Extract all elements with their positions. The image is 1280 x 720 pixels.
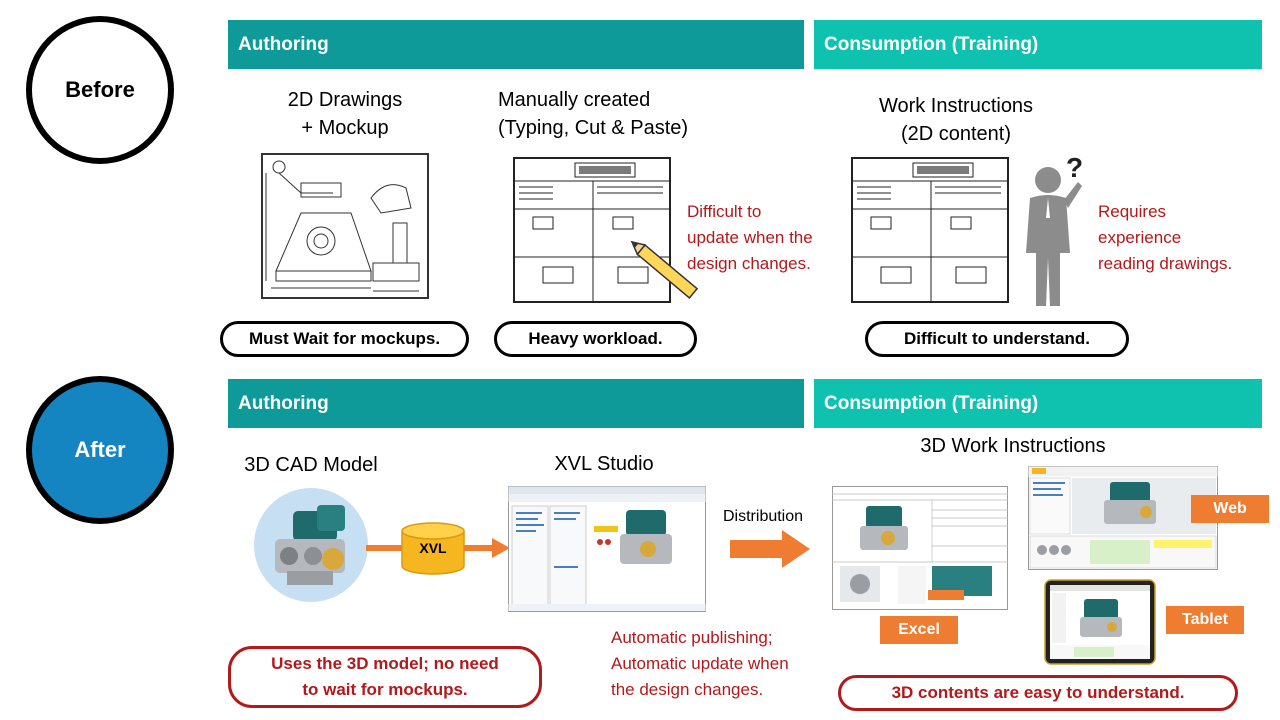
work-instructions-caption: Work Instructions (2D content) bbox=[878, 95, 1034, 145]
xvl-studio-caption: XVL Studio bbox=[554, 453, 654, 475]
tablet-tag: Tablet bbox=[1166, 606, 1244, 634]
cad-to-xvl-connector bbox=[366, 545, 406, 551]
before-authoring-header: Authoring bbox=[228, 20, 804, 69]
drawings-caption: 2D Drawings + Mockup bbox=[287, 89, 403, 139]
after-circle: After bbox=[26, 376, 174, 524]
manual-document-image bbox=[513, 157, 699, 303]
pill-difficult-understand: Difficult to understand. bbox=[865, 321, 1129, 357]
3d-work-instructions-caption: 3D Work Instructions bbox=[920, 435, 1106, 457]
after-consumption-header: Consumption (Training) bbox=[814, 379, 1262, 428]
manual-caption: Manually created (Typing, Cut & Paste) bbox=[498, 89, 689, 139]
pill-must-wait-mockups: Must Wait for mockups. bbox=[220, 321, 469, 357]
pill-uses-3d-model: Uses the 3D model; no need to wait for m… bbox=[228, 646, 542, 708]
question-mark: ? bbox=[1066, 152, 1084, 183]
manual-note: Difficult to update when the design chan… bbox=[687, 202, 813, 273]
excel-tag: Excel bbox=[880, 616, 958, 644]
distribution-arrow bbox=[730, 530, 810, 568]
pill-3d-easy-understand: 3D contents are easy to understand. bbox=[838, 675, 1238, 711]
excel-work-instruction-screenshot bbox=[832, 486, 1008, 610]
tablet-work-instruction-screenshot bbox=[1044, 579, 1156, 665]
before-label: Before bbox=[65, 77, 135, 102]
web-work-instruction-screenshot bbox=[1028, 466, 1218, 570]
cad-model-caption: 3D CAD Model bbox=[244, 454, 378, 476]
work-instructions-note: Requires experience reading drawings. bbox=[1098, 202, 1233, 273]
3d-cad-model-image bbox=[254, 488, 368, 602]
confused-person-icon bbox=[1026, 167, 1082, 306]
after-authoring-header: Authoring bbox=[228, 379, 804, 428]
2d-drawing-image bbox=[261, 153, 429, 299]
pill-heavy-workload: Heavy workload. bbox=[494, 321, 697, 357]
work-instructions-document-image bbox=[851, 157, 1009, 303]
distribution-label: Distribution bbox=[723, 508, 804, 525]
automatic-publishing-note: Automatic publishing; Automatic update w… bbox=[611, 628, 789, 699]
xvl-database-icon bbox=[401, 522, 465, 575]
xvl-studio-screenshot bbox=[508, 486, 706, 612]
xvl-badge-label: XVL bbox=[419, 540, 447, 556]
web-tag: Web bbox=[1191, 495, 1269, 523]
after-label: After bbox=[74, 437, 126, 462]
before-consumption-header: Consumption (Training) bbox=[814, 20, 1262, 69]
before-circle: Before bbox=[26, 16, 174, 164]
xvl-to-studio-arrow bbox=[464, 538, 510, 558]
